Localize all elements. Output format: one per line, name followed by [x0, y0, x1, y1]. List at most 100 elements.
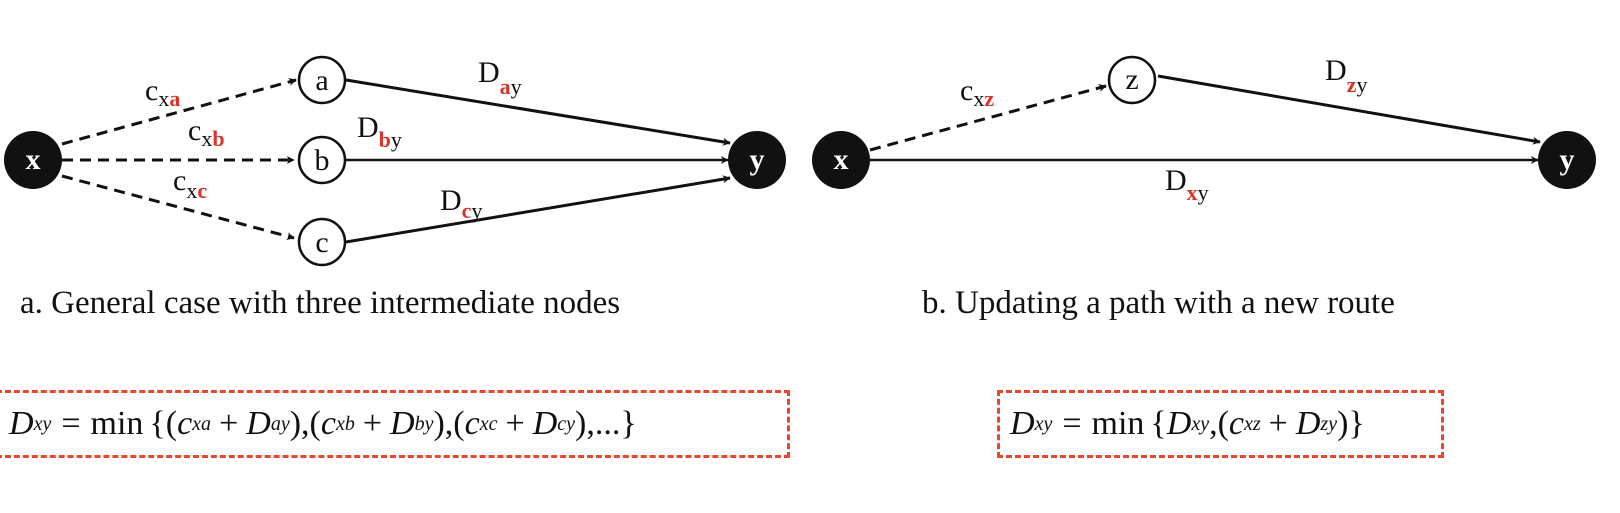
- eq-a-t3-d: D: [532, 405, 558, 442]
- label-cxb-sub: x: [201, 126, 212, 151]
- edge-c-y: [345, 175, 731, 244]
- eq-a-t3-csub: xc: [479, 413, 498, 435]
- eq-a-close: }: [620, 405, 637, 442]
- eq-a-t2-d: D: [390, 405, 415, 442]
- eq-b-lhs: D: [1010, 405, 1035, 442]
- node-b: [297, 135, 347, 185]
- node-b-label: b: [315, 144, 330, 177]
- label-cxa-base: c: [145, 74, 158, 107]
- node-z-label: z: [1125, 63, 1138, 96]
- eq-b-csub: xz: [1244, 413, 1261, 435]
- label-Day-base: D: [478, 56, 500, 89]
- label-cxa: cxa: [145, 74, 180, 111]
- label-Day-sub: y: [511, 74, 522, 99]
- eq-a-t2-plus: +: [362, 405, 383, 442]
- label-Dxy: Dxy: [1165, 164, 1209, 205]
- label-cxb-base: c: [188, 114, 201, 147]
- eq-a-min: min: [90, 405, 144, 442]
- edge-a-y: [345, 78, 731, 146]
- eq-a-t1-d: D: [246, 405, 271, 442]
- eq-a-t1-csub: xa: [192, 413, 212, 435]
- eq-a-t2-c: c: [320, 405, 336, 442]
- node-x-a: [4, 131, 62, 189]
- eq-a-t3-plus: +: [505, 405, 525, 442]
- label-cxz-sub: x: [973, 86, 984, 111]
- edge-z-y: [1157, 74, 1541, 145]
- node-y-b-label: y: [1560, 143, 1575, 176]
- label-cxz: cxz: [960, 74, 994, 111]
- edge-x-z: [869, 84, 1107, 152]
- label-Dcy: Dcy: [440, 184, 482, 223]
- label-cxa-sub: x: [158, 86, 169, 111]
- label-cxc: cxc: [173, 164, 207, 203]
- eq-b-min: min: [1091, 405, 1145, 442]
- eq-a-equals: =: [61, 405, 81, 442]
- node-y-b: [1538, 131, 1596, 189]
- eq-b-c: c: [1228, 405, 1244, 442]
- eq-a-ellipsis: ...: [594, 405, 621, 442]
- eq-b-lhs-sub: xy: [1034, 413, 1053, 435]
- eq-a-t3-c: c: [464, 405, 480, 442]
- caption-b: b. Updating a path with a new route: [922, 285, 1395, 321]
- label-Day-sub-red: a: [500, 74, 511, 99]
- node-a-label: a: [315, 64, 328, 97]
- edge-x-a: [61, 78, 297, 146]
- node-c: [297, 217, 347, 267]
- panel-b: x z y cxz Dzy Dxy b. Updating a path wit…: [812, 54, 1596, 321]
- node-c-label: c: [315, 226, 328, 259]
- eq-a-open: {: [149, 405, 166, 442]
- label-cxb-sub-red: b: [212, 126, 224, 151]
- label-Dzy-sub-red: z: [1347, 72, 1357, 97]
- eq-a-t1-c: c: [177, 405, 193, 442]
- label-Dxy-base: D: [1165, 164, 1187, 197]
- label-Day: Day: [478, 56, 522, 99]
- node-x-b: [812, 131, 870, 189]
- label-cxz-sub-red: z: [984, 86, 994, 111]
- eq-b-open: {: [1150, 405, 1167, 442]
- eq-b-d1: D: [1166, 405, 1192, 442]
- node-z: [1107, 55, 1157, 105]
- label-Dby: Dby: [357, 111, 402, 152]
- label-cxc-base: c: [173, 164, 186, 197]
- caption-a: a. General case with three intermediate …: [20, 285, 620, 321]
- label-Dby-sub: y: [391, 127, 402, 152]
- label-Dxy-sub: y: [1198, 180, 1209, 205]
- eq-b-close: }: [1348, 405, 1365, 442]
- eq-a-t2-dsub: by: [414, 413, 434, 435]
- edge-x-c: [61, 174, 295, 241]
- eq-a-lhs-sub: xy: [33, 413, 52, 435]
- eq-a-t3-dsub: cy: [557, 413, 576, 435]
- label-cxz-base: c: [960, 74, 973, 107]
- eq-b-d1sub: xy: [1191, 413, 1210, 435]
- label-Dzy: Dzy: [1325, 54, 1367, 97]
- eq-b-plus: +: [1268, 405, 1288, 442]
- label-cxb: cxb: [188, 114, 225, 151]
- label-Dcy-sub: y: [471, 198, 482, 223]
- label-Dxy-sub-red: x: [1187, 180, 1198, 205]
- label-Dcy-base: D: [440, 184, 462, 217]
- label-Dzy-base: D: [1325, 54, 1347, 87]
- eq-a-t1-plus: +: [219, 405, 239, 442]
- eq-a-t2-csub: xb: [335, 413, 355, 435]
- label-cxc-sub: x: [186, 178, 197, 203]
- label-Dby-base: D: [357, 111, 379, 144]
- node-y-a: [728, 131, 786, 189]
- label-Dby-sub-red: b: [379, 127, 391, 152]
- eq-b-d2sub: zy: [1320, 413, 1338, 435]
- eq-b-d2: D: [1295, 405, 1321, 442]
- label-Dzy-sub: y: [1356, 72, 1367, 97]
- eq-b-equals: =: [1062, 405, 1082, 442]
- node-x-b-label: x: [834, 143, 849, 176]
- node-x-a-label: x: [26, 143, 41, 176]
- node-y-a-label: y: [750, 143, 765, 176]
- eq-a-lhs: D: [9, 405, 34, 442]
- panel-a: x a b c y cxa cxb cxc Day Dby Dcy a. Gen…: [4, 55, 786, 321]
- eq-a-t1-dsub: ay: [270, 413, 290, 435]
- node-a: [297, 55, 347, 105]
- label-cxc-sub-red: c: [197, 178, 207, 203]
- label-Dcy-sub-red: c: [462, 198, 472, 223]
- label-cxa-sub-red: a: [169, 86, 180, 111]
